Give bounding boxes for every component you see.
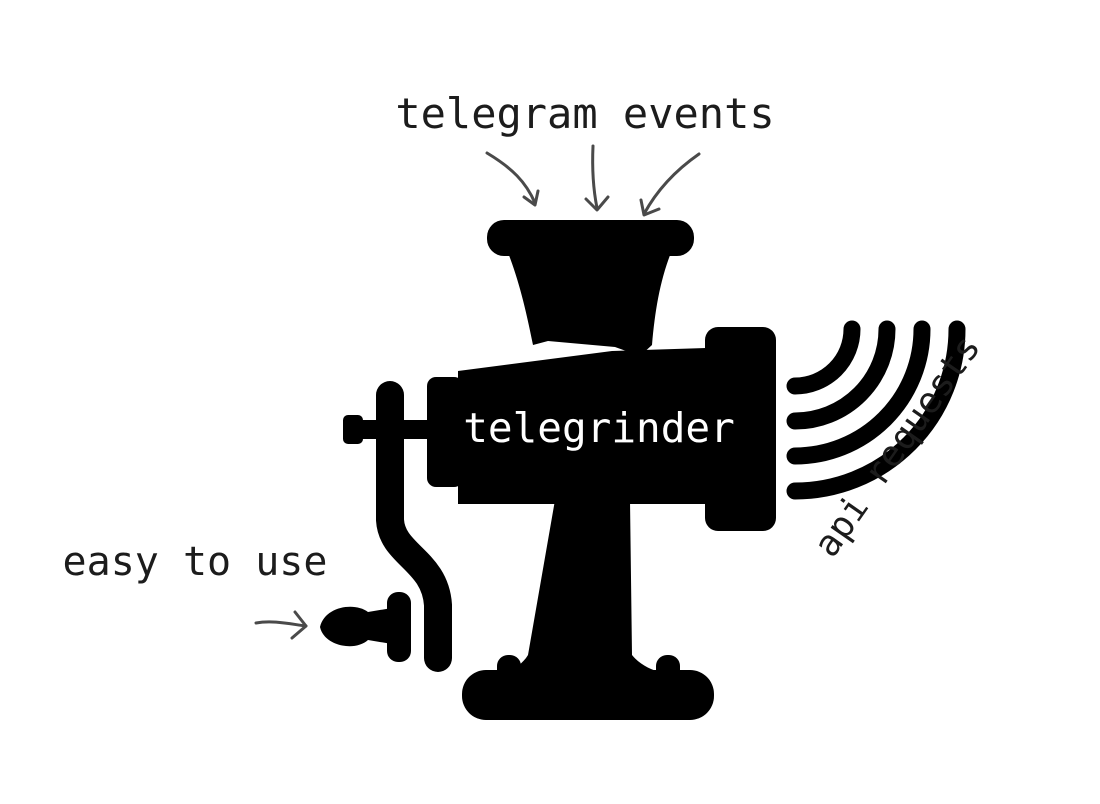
grinder-base: [462, 670, 714, 720]
hopper-funnel: [507, 250, 672, 356]
signal-waves-icon: [786, 320, 966, 500]
handle-collar: [387, 592, 411, 662]
grinder-barrel: [458, 348, 706, 504]
events-arrow-left: [485, 151, 540, 207]
label-telegram-events: telegram events: [395, 89, 774, 138]
events-arrow-middle: [584, 144, 610, 212]
wave-ring-3: [786, 320, 931, 465]
grinder-stem: [505, 500, 660, 672]
label-telegrinder: telegrinder: [463, 404, 735, 452]
wave-ring-2: [786, 320, 896, 430]
crank-axle-tip: [343, 415, 363, 444]
easy-arrow: [254, 610, 308, 640]
crank-arm: [376, 381, 452, 672]
wave-ring-1: [786, 320, 861, 395]
meat-grinder-icon: [343, 220, 776, 720]
handle-grip: [320, 606, 392, 647]
events-arrow-right: [639, 152, 701, 217]
label-easy-to-use: easy to use: [63, 539, 328, 585]
grinder-front-cap: [705, 327, 776, 531]
arrows: [254, 144, 701, 640]
hopper-lip: [487, 220, 694, 256]
grinder-rear-hub: [427, 377, 463, 487]
wave-ring-4: [786, 320, 966, 500]
crank-handle: [320, 592, 411, 662]
